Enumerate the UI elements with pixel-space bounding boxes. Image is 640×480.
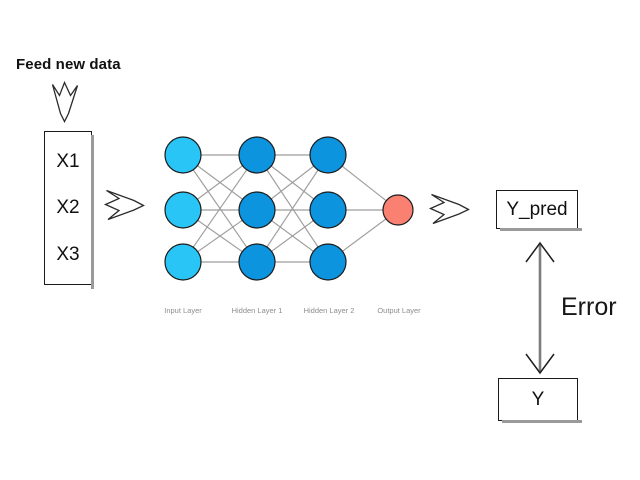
output-arrow-right-icon xyxy=(428,193,470,225)
y-actual-box: Y xyxy=(498,378,582,423)
input-value-x2: X2 xyxy=(56,197,80,219)
y-label: Y xyxy=(531,388,545,410)
layer-label-hidden-1: Hidden Layer 1 xyxy=(232,306,283,315)
network-nodes xyxy=(164,136,414,281)
hidden1-node-2 xyxy=(238,191,276,229)
input-arrow-right-icon xyxy=(103,189,145,221)
input-node-3 xyxy=(164,243,202,281)
hidden2-node-1 xyxy=(309,136,347,174)
hidden2-node-2 xyxy=(309,191,347,229)
neural-network-graphic: Input Layer Hidden Layer 1 Hidden Layer … xyxy=(164,136,421,315)
error-double-arrow-icon xyxy=(525,241,555,375)
layer-label-input: Input Layer xyxy=(164,306,202,315)
error-label: Error xyxy=(561,293,617,321)
input-value-x1: X1 xyxy=(56,150,80,172)
y-pred-box: Y_pred xyxy=(496,190,582,231)
input-node-1 xyxy=(164,136,202,174)
feed-arrow-down-icon xyxy=(51,80,79,123)
feed-new-data-label: Feed new data xyxy=(16,56,121,73)
layer-label-output: Output Layer xyxy=(377,306,421,315)
layer-label-hidden-2: Hidden Layer 2 xyxy=(304,306,355,315)
hidden2-node-3 xyxy=(309,243,347,281)
input-node-2 xyxy=(164,191,202,229)
network-layer-labels: Input Layer Hidden Layer 1 Hidden Layer … xyxy=(164,306,421,315)
input-values-box: X1 X2 X3 xyxy=(44,131,94,289)
y-pred-label: Y_pred xyxy=(506,198,568,220)
network-edges xyxy=(182,154,399,263)
hidden1-node-3 xyxy=(238,243,276,281)
input-value-x3: X3 xyxy=(56,244,80,266)
output-node-1 xyxy=(382,194,414,226)
hidden1-node-1 xyxy=(238,136,276,174)
